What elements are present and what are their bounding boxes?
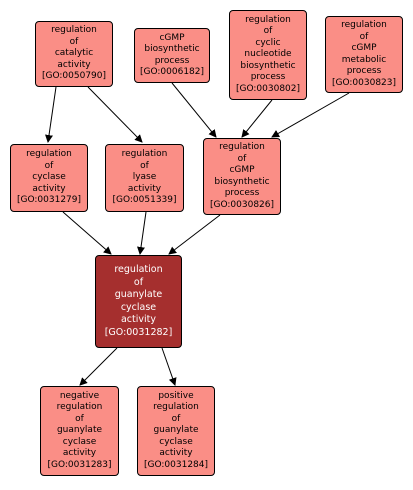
node-regulation-of-guanylate-cyclase-activity[interactable]: regulation of guanylate cyclase activity… (95, 255, 182, 348)
edge-cgmp-reg-to-guanylate (168, 214, 221, 255)
node-label: positive regulation of guanylate cyclase… (153, 390, 199, 459)
node-regulation-of-cyclase-activity[interactable]: regulation of cyclase activity [GO:00312… (10, 144, 88, 212)
node-positive-regulation-of-guanylate-cyclase-activity[interactable]: positive regulation of guanylate cyclase… (137, 386, 215, 476)
edge-cyclic-nuc-to-cgmp-reg (241, 99, 273, 138)
node-go-id: [GO:0031282] (104, 326, 173, 338)
node-regulation-of-catalytic-activity[interactable]: regulation of catalytic activity [GO:005… (35, 21, 113, 87)
node-label: regulation of cGMP biosynthetic process (214, 142, 270, 198)
node-go-id: [GO:0030802] (235, 83, 301, 94)
node-label: regulation of guanylate cyclase activity (114, 264, 163, 325)
node-regulation-of-cgmp-biosynthetic-process[interactable]: regulation of cGMP biosynthetic process … (203, 138, 281, 215)
node-label: cGMP biosynthetic process (144, 32, 200, 66)
node-go-id: [GO:0051339] (112, 195, 177, 206)
edge-cgmp-meta-to-cgmp-reg (271, 92, 350, 138)
node-label: regulation of cyclic nucleotide biosynth… (240, 14, 296, 83)
node-label: regulation of cGMP metabolic process (341, 20, 387, 76)
node-go-id: [GO:0031284] (143, 459, 209, 470)
edge-catalytic-to-cyclase (45, 86, 57, 143)
node-go-id: [GO:0031283] (47, 459, 112, 470)
node-label: regulation of cyclase activity (26, 149, 72, 194)
node-label: negative regulation of guanylate cyclase… (56, 390, 103, 459)
edge-lyase-to-guanylate (137, 211, 147, 255)
edge-cyclase-to-guanylate (62, 211, 112, 255)
edge-catalytic-to-lyase (87, 86, 143, 143)
node-go-id: [GO:0031279] (16, 195, 82, 206)
node-go-id: [GO:0030826] (209, 199, 275, 210)
node-label: regulation of lyase activity (121, 149, 168, 194)
edge-cgmp-bio-to-cgmp-reg (171, 82, 217, 138)
node-negative-regulation-of-guanylate-cyclase-activity[interactable]: negative regulation of guanylate cyclase… (40, 386, 119, 476)
node-regulation-of-lyase-activity[interactable]: regulation of lyase activity [GO:0051339… (105, 144, 184, 212)
node-go-id: [GO:0030823] (331, 77, 397, 88)
node-label: regulation of catalytic activity (51, 25, 97, 70)
node-regulation-of-cyclic-nucleotide-biosynthetic-process[interactable]: regulation of cyclic nucleotide biosynth… (229, 10, 307, 100)
node-go-id: [GO:0050790] (41, 71, 107, 82)
node-cgmp-biosynthetic-process[interactable]: cGMP biosynthetic process [GO:0006182] (134, 28, 210, 83)
node-go-id: [GO:0006182] (139, 67, 205, 77)
edge-guanylate-to-positive (161, 347, 177, 386)
node-regulation-of-cgmp-metabolic-process[interactable]: regulation of cGMP metabolic process [GO… (325, 16, 403, 93)
edge-guanylate-to-negative (79, 347, 118, 386)
